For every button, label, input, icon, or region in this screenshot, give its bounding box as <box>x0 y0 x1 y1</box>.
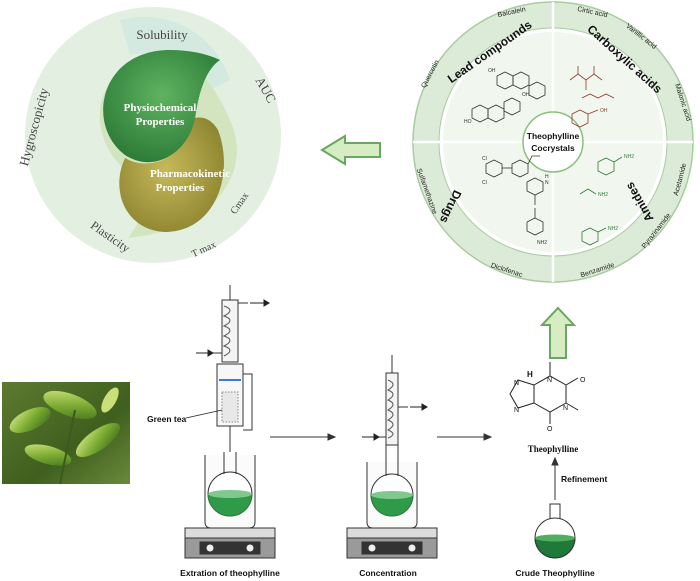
label-oh-c: OH <box>600 108 608 114</box>
cocrystal-wheel: Theophylline Cocrystals Lead compounds C… <box>412 1 694 283</box>
concentration-apparatus <box>346 355 438 559</box>
label-pharmacokinetic-1: Pharmacokinetic <box>150 168 230 180</box>
structure-sulfamethazine <box>526 177 544 236</box>
structure-citric-acid <box>569 66 603 90</box>
label-pharmacokinetic-2: Properties <box>156 182 205 194</box>
label-solubility: Solubility <box>136 27 188 42</box>
structure-acetamide <box>579 188 597 195</box>
atom-o2: O <box>547 426 553 433</box>
label-cl-b: Cl <box>482 180 487 186</box>
label-nh2-c: NH2 <box>598 192 608 198</box>
label-oh-a: OH <box>488 68 496 74</box>
green-tea-photo <box>2 382 130 485</box>
label-refinement: Refinement <box>561 474 607 484</box>
condenser-arrows <box>196 299 270 357</box>
arrow-step2 <box>437 433 493 441</box>
crude-flask <box>534 503 576 559</box>
arrow-refinement <box>551 456 559 500</box>
caption-concentration: Concentration <box>359 568 417 578</box>
wheel-center <box>522 111 584 173</box>
concentration-arrows <box>362 403 428 441</box>
label-physiochemical-1: Physiochemical <box>124 102 197 114</box>
theophylline-structure <box>509 362 579 424</box>
structure-pyrazinamide <box>581 227 607 246</box>
structure-quercetin <box>471 97 521 123</box>
label-physiochemical-2: Properties <box>136 116 185 128</box>
atom-n1: N <box>514 380 519 387</box>
atom-n4: N <box>563 405 568 412</box>
atom-o1: O <box>580 377 586 384</box>
atom-h: H <box>527 370 533 379</box>
structure-malonic-acid <box>581 93 615 99</box>
structure-vanillic-acid <box>571 109 599 128</box>
label-oh-b: OH <box>522 92 530 98</box>
structure-baicalein <box>496 71 546 100</box>
green-tea-pointer: Green tea <box>147 409 223 424</box>
soxhlet-apparatus <box>184 285 276 559</box>
label-n-a: N <box>545 180 549 186</box>
physiochemical-shape <box>103 50 220 163</box>
center-label-2: Cocrystals <box>531 143 575 153</box>
arrow-up <box>539 306 577 359</box>
caption-extraction: Extration of theophylline <box>180 568 280 578</box>
properties-circle: Solubility AUC Hygroscopicity Plasticity… <box>16 7 281 263</box>
center-label-1: Theophylline <box>527 131 580 141</box>
label-nh2-b: NH2 <box>624 154 634 160</box>
structure-diclofenac <box>485 155 540 178</box>
label-cl-a: Cl <box>482 156 487 162</box>
pharmacokinetic-shape <box>119 117 224 232</box>
label-nh2-a: NH2 <box>537 240 547 246</box>
arrow-step1 <box>270 433 337 441</box>
label-green-tea: Green tea <box>147 414 186 424</box>
label-theophylline: Theophylline <box>528 444 579 454</box>
atom-n3: N <box>547 377 552 384</box>
label-ho-a: HO <box>464 119 472 125</box>
arrow-left <box>320 134 381 166</box>
structure-benzamide <box>597 156 623 176</box>
label-h-a: H <box>545 174 549 180</box>
label-nh2-d: NH2 <box>608 226 618 232</box>
atom-n2: N <box>514 407 519 414</box>
caption-crude: Crude Theophylline <box>515 568 595 578</box>
